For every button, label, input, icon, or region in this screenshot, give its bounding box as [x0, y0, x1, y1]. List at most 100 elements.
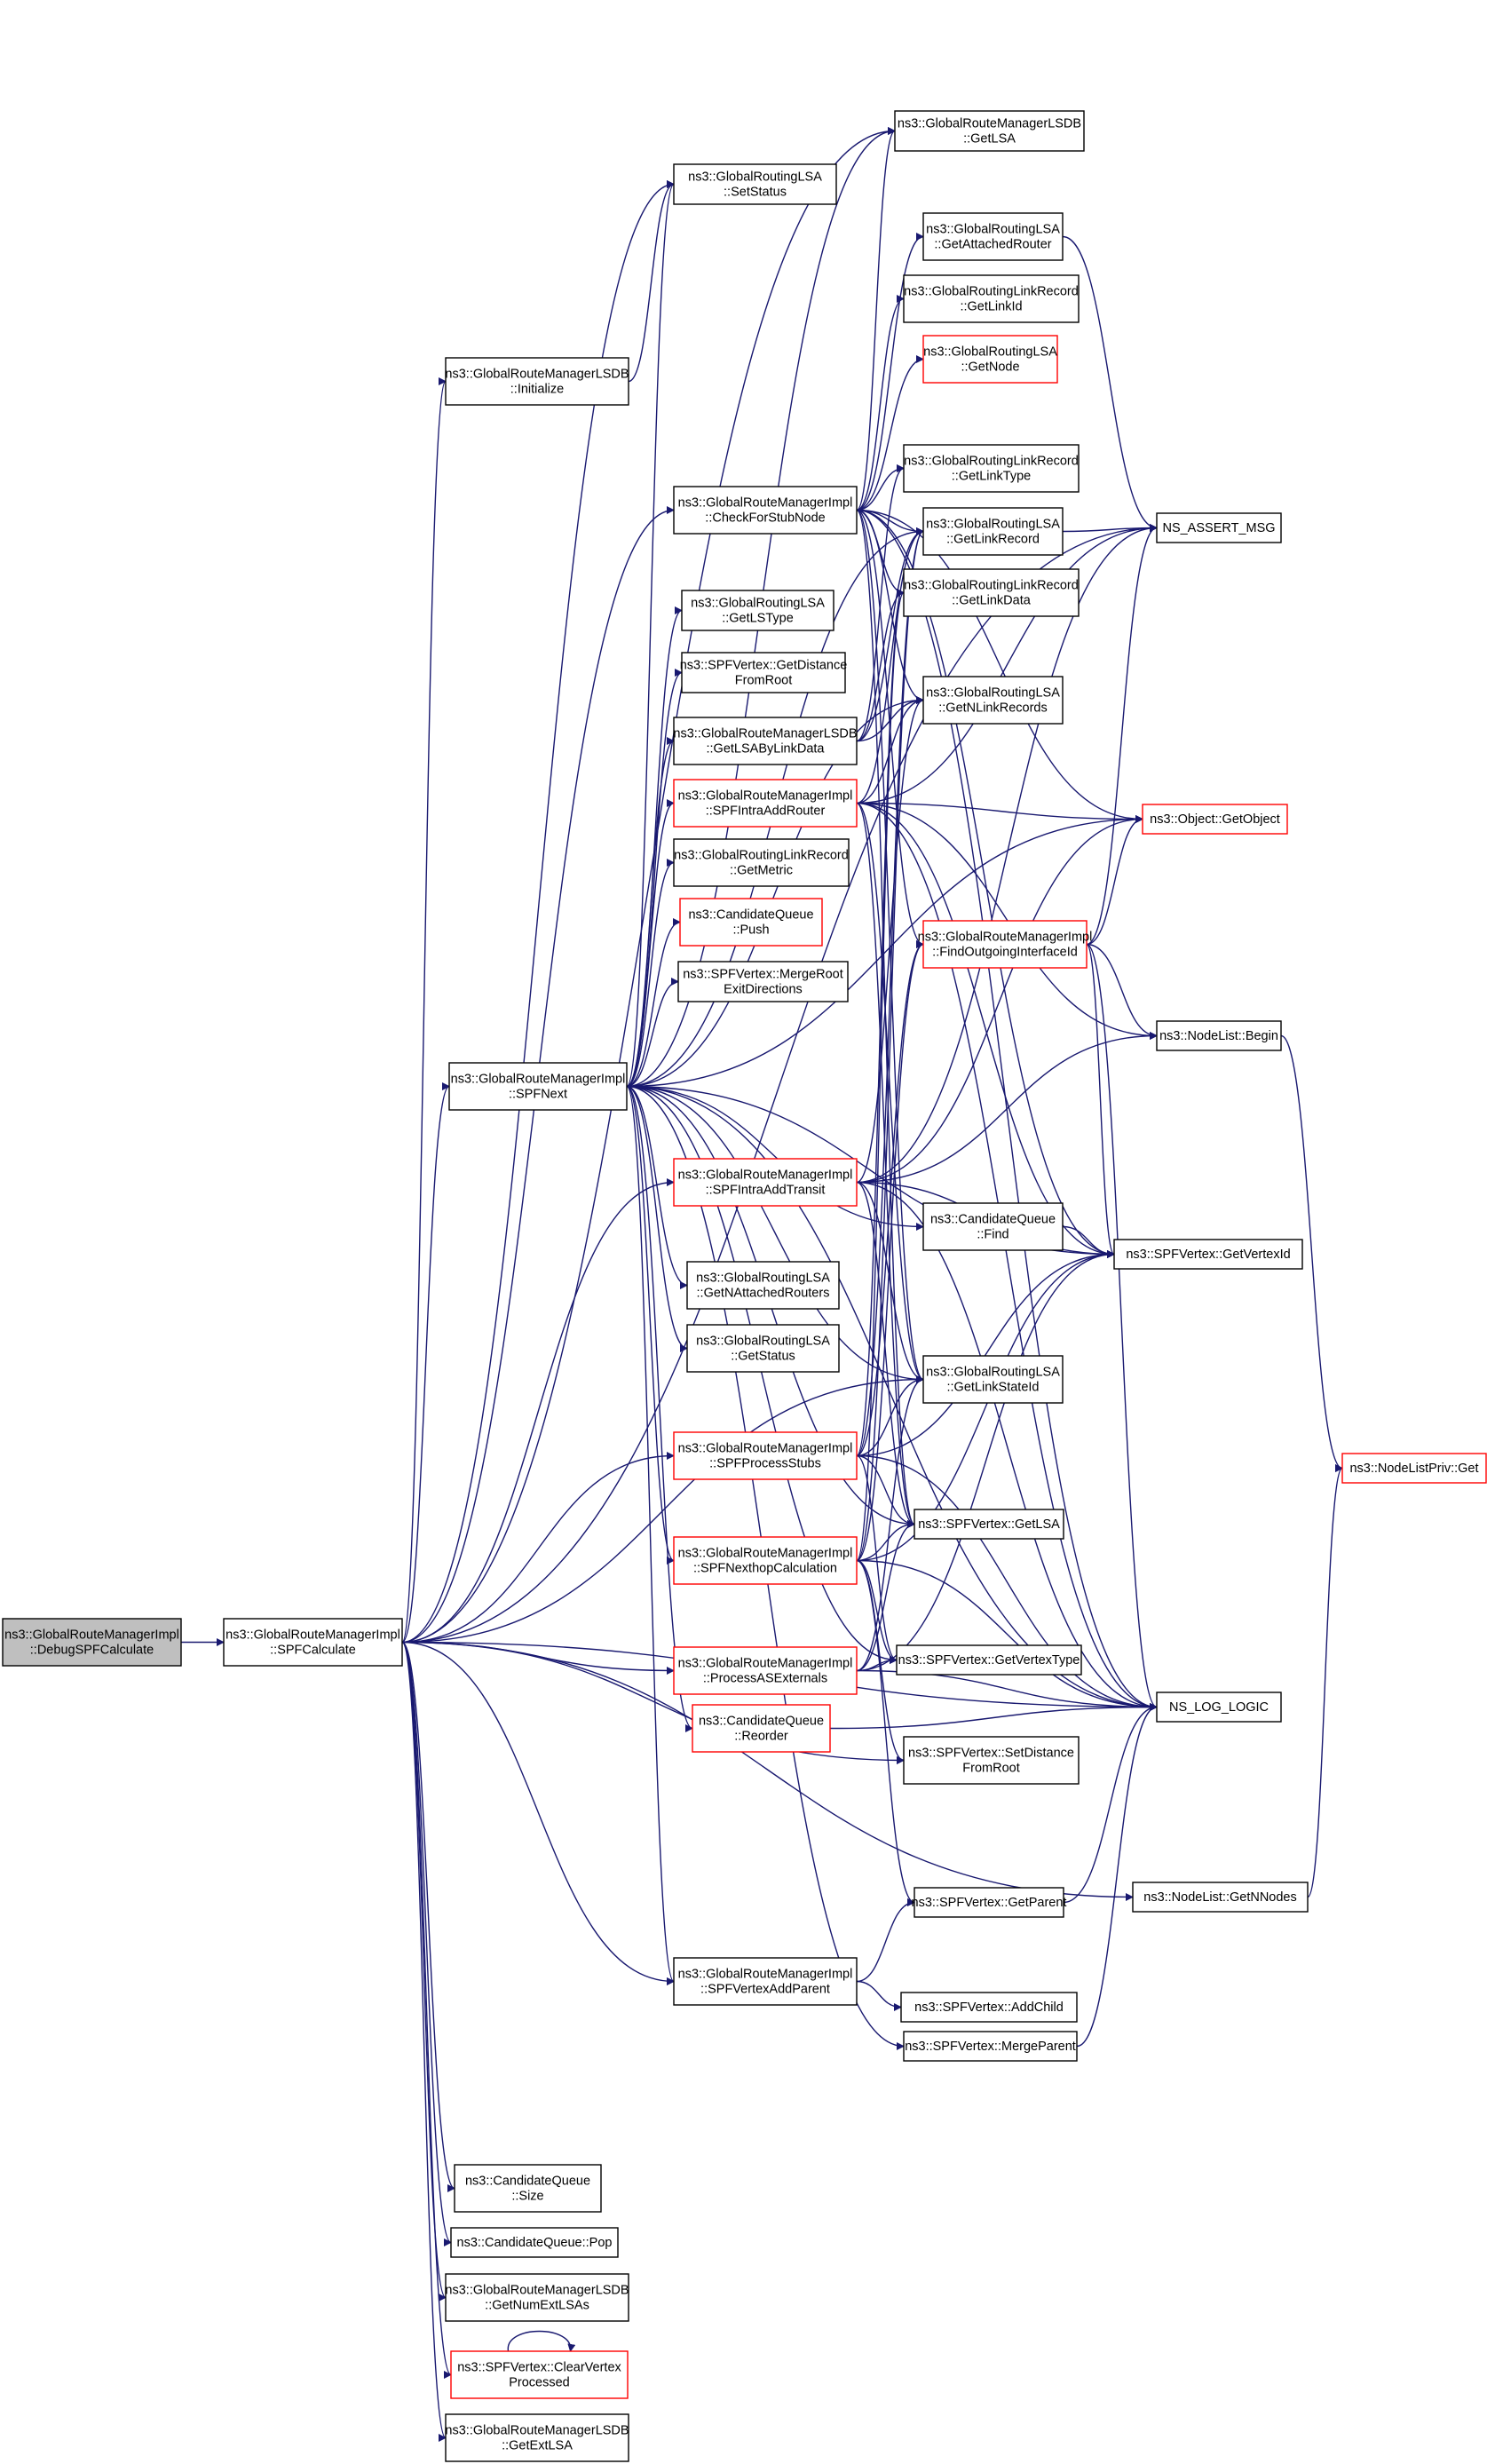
node-label-line: ns3::GlobalRoutingLSA	[926, 518, 1060, 532]
node-label-line: ns3::SPFVertex::MergeParent	[905, 2040, 1076, 2054]
node-box	[903, 568, 1080, 617]
edge-spfvertexaddparent-to-addchild	[856, 1980, 902, 2011]
node-addchild[interactable]: ns3::SPFVertex::AddChild	[900, 1992, 1078, 2023]
node-getvertextype[interactable]: ns3::SPFVertex::GetVertexType	[896, 1644, 1082, 1676]
node-label-line: ::SPFIntraAddRouter	[706, 804, 826, 819]
node-label-line: ns3::SPFVertex::AddChild	[914, 2001, 1064, 2015]
node-box	[445, 2273, 629, 2322]
node-label-line: ns3::SPFVertex::GetVertexId	[1126, 1248, 1290, 1262]
node-getlinkstateid[interactable]: ns3::GlobalRoutingLSA::GetLinkStateId	[922, 1355, 1064, 1404]
node-box	[673, 1158, 858, 1207]
edge-spfcalc-to-spfvertexaddparent	[401, 1641, 675, 1985]
node-spfcalc[interactable]: ns3::GlobalRouteManagerImpl::SPFCalculat…	[223, 1618, 403, 1667]
node-label-line: ::GetMetric	[730, 864, 793, 878]
node-label-line: ::GetNumExtLSAs	[485, 2299, 589, 2313]
node-box	[1142, 804, 1288, 835]
node-getlsabylinkdata[interactable]: ns3::GlobalRouteManagerLSDB::GetLSAByLin…	[673, 717, 858, 765]
node-label-line: ns3::GlobalRoutingLinkRecord	[904, 455, 1079, 469]
node-box	[686, 1261, 840, 1310]
edge-spfnext-to-spfvertexaddparent	[626, 1085, 675, 1985]
edge-getparent-to-nslog	[1063, 1703, 1158, 1904]
node-label-line: ns3::GlobalRouteManagerImpl	[678, 1547, 853, 1561]
edge-spfintraaddtransit-to-getlinkstateid	[856, 1181, 924, 1383]
node-cqreorder[interactable]: ns3::CandidateQueue::Reorder	[692, 1704, 831, 1753]
node-label-line: ns3::GlobalRoutingLSA	[696, 1335, 830, 1349]
node-mergeparent[interactable]: ns3::SPFVertex::MergeParent	[903, 2031, 1078, 2062]
node-getvertexid[interactable]: ns3::SPFVertex::GetVertexId	[1113, 1239, 1303, 1270]
edge-spfnexthop-to-spfvertexgetlsa	[856, 1520, 915, 1562]
node-getnnodes[interactable]: ns3::NodeList::GetNNodes	[1132, 1882, 1309, 1913]
node-spfintraaddtransit[interactable]: ns3::GlobalRouteManagerImpl::SPFIntraAdd…	[673, 1158, 858, 1207]
node-label-line: ::FindOutgoingInterfaceId	[932, 946, 1078, 960]
node-label-line: ns3::GlobalRoutingLSA	[926, 223, 1060, 237]
edge-spfcalc-to-setstatus	[401, 180, 675, 1644]
node-setstatus[interactable]: ns3::GlobalRoutingLSA::SetStatus	[673, 163, 837, 205]
node-label-line: ns3::GlobalRoutingLSA	[926, 1366, 1060, 1380]
node-label-line: ns3::GlobalRoutingLinkRecord	[904, 285, 1079, 299]
node-box	[673, 1536, 858, 1585]
node-label-line: FromRoot	[735, 674, 792, 688]
node-getlstype[interactable]: ns3::GlobalRoutingLSA::GetLSType	[681, 590, 834, 631]
node-getstatus[interactable]: ns3::GlobalRoutingLSA::GetStatus	[686, 1324, 840, 1373]
edge-processasext-to-spfvertexgetlsa	[856, 1520, 915, 1672]
node-nslog[interactable]: NS_LOG_LOGIC	[1156, 1692, 1282, 1723]
node-getextlsa[interactable]: ns3::GlobalRouteManagerLSDB::GetExtLSA	[445, 2413, 629, 2462]
node-label-line: ExitDirections	[724, 983, 803, 997]
node-spfvertexaddparent[interactable]: ns3::GlobalRouteManagerImpl::SPFVertexAd…	[673, 1957, 858, 2006]
node-getlinkrecord[interactable]: ns3::GlobalRoutingLSA::GetLinkRecord	[922, 507, 1064, 556]
edge-cqfind-to-getvertexid	[1062, 1225, 1115, 1258]
node-nodelistbegin[interactable]: ns3::NodeList::Begin	[1156, 1020, 1282, 1051]
node-spfprocessstubs[interactable]: ns3::GlobalRouteManagerImpl::SPFProcessS…	[673, 1431, 858, 1480]
node-cqpop[interactable]: ns3::CandidateQueue::Pop	[450, 2227, 619, 2258]
node-getobject[interactable]: ns3::Object::GetObject	[1142, 804, 1288, 835]
node-checkstub[interactable]: ns3::GlobalRouteManagerImpl::CheckForStu…	[673, 486, 858, 535]
edge-spfcalc-to-cqpop	[401, 1641, 452, 2246]
node-getnode[interactable]: ns3::GlobalRoutingLSA::GetNode	[922, 335, 1058, 384]
node-cqsize[interactable]: ns3::CandidateQueue::Size	[454, 2164, 602, 2213]
node-box	[673, 163, 837, 205]
node-spfvertexgetlsa[interactable]: ns3::SPFVertex::GetLSA	[914, 1509, 1064, 1540]
node-getmetric[interactable]: ns3::GlobalRoutingLinkRecord::GetMetric	[673, 838, 850, 887]
node-cqfind[interactable]: ns3::CandidateQueue::Find	[922, 1202, 1064, 1251]
node-spfintraaddrouter[interactable]: ns3::GlobalRouteManagerImpl::SPFIntraAdd…	[673, 779, 858, 828]
edge-spfcalc-to-clearvertex	[401, 1641, 452, 2379]
node-getnumext[interactable]: ns3::GlobalRouteManagerLSDB::GetNumExtLS…	[445, 2273, 629, 2322]
node-getparent[interactable]: ns3::SPFVertex::GetParent	[912, 1887, 1067, 1918]
node-label-line: ::GetLinkRecord	[946, 533, 1040, 547]
node-lsdbinit[interactable]: ns3::GlobalRouteManagerLSDB::Initialize	[445, 357, 629, 406]
node-lsdbgetlsa[interactable]: ns3::GlobalRouteManagerLSDB::GetLSA	[894, 110, 1085, 152]
node-box	[922, 507, 1064, 556]
node-spfnexthop[interactable]: ns3::GlobalRouteManagerImpl::SPFNexthopC…	[673, 1536, 858, 1585]
node-label-line: ns3::SPFVertex::GetDistance	[680, 659, 848, 673]
edge-spfnexthop-to-getvertextype	[856, 1559, 898, 1664]
node-box	[673, 486, 858, 535]
edge-findoutgoing-to-nodelistbegin	[1086, 943, 1158, 1040]
node-box	[1156, 1020, 1282, 1051]
node-getnlinkrecords[interactable]: ns3::GlobalRoutingLSA::GetNLinkRecords	[922, 676, 1064, 725]
node-spfnext[interactable]: ns3::GlobalRouteManagerImpl::SPFNext	[448, 1062, 628, 1111]
edge-processasext-to-getvertextype	[856, 1656, 898, 1672]
node-getlinkid[interactable]: ns3::GlobalRoutingLinkRecord::GetLinkId	[903, 274, 1080, 323]
node-getlinkdata[interactable]: ns3::GlobalRoutingLinkRecord::GetLinkDat…	[903, 568, 1080, 617]
node-label-line: ::GetLinkData	[952, 594, 1032, 608]
node-label-line: ns3::GlobalRoutingLSA	[691, 597, 825, 611]
node-label-line: ::Find	[977, 1228, 1008, 1242]
node-box	[445, 2413, 629, 2462]
node-box	[903, 2031, 1078, 2062]
node-cqpush[interactable]: ns3::CandidateQueue::Push	[679, 898, 823, 947]
node-getlinktype[interactable]: ns3::GlobalRoutingLinkRecord::GetLinkTyp…	[903, 444, 1080, 493]
node-getattached[interactable]: ns3::GlobalRoutingLSA::GetAttachedRouter	[922, 212, 1064, 261]
node-getnattached[interactable]: ns3::GlobalRoutingLSA::GetNAttachedRoute…	[686, 1261, 840, 1310]
node-findoutgoing[interactable]: ns3::GlobalRouteManagerImpl::FindOutgoin…	[918, 920, 1093, 969]
node-nodelistprivget[interactable]: ns3::NodeListPriv::Get	[1341, 1453, 1487, 1484]
node-assertmsg[interactable]: NS_ASSERT_MSG	[1156, 512, 1282, 543]
edge-spfintraaddrouter-to-assertmsg	[856, 524, 1158, 804]
node-processasext[interactable]: ns3::GlobalRouteManagerImpl::ProcessASEx…	[673, 1646, 858, 1695]
edge-lsdbinit-to-setstatus	[628, 180, 675, 383]
node-box	[900, 1992, 1078, 2023]
